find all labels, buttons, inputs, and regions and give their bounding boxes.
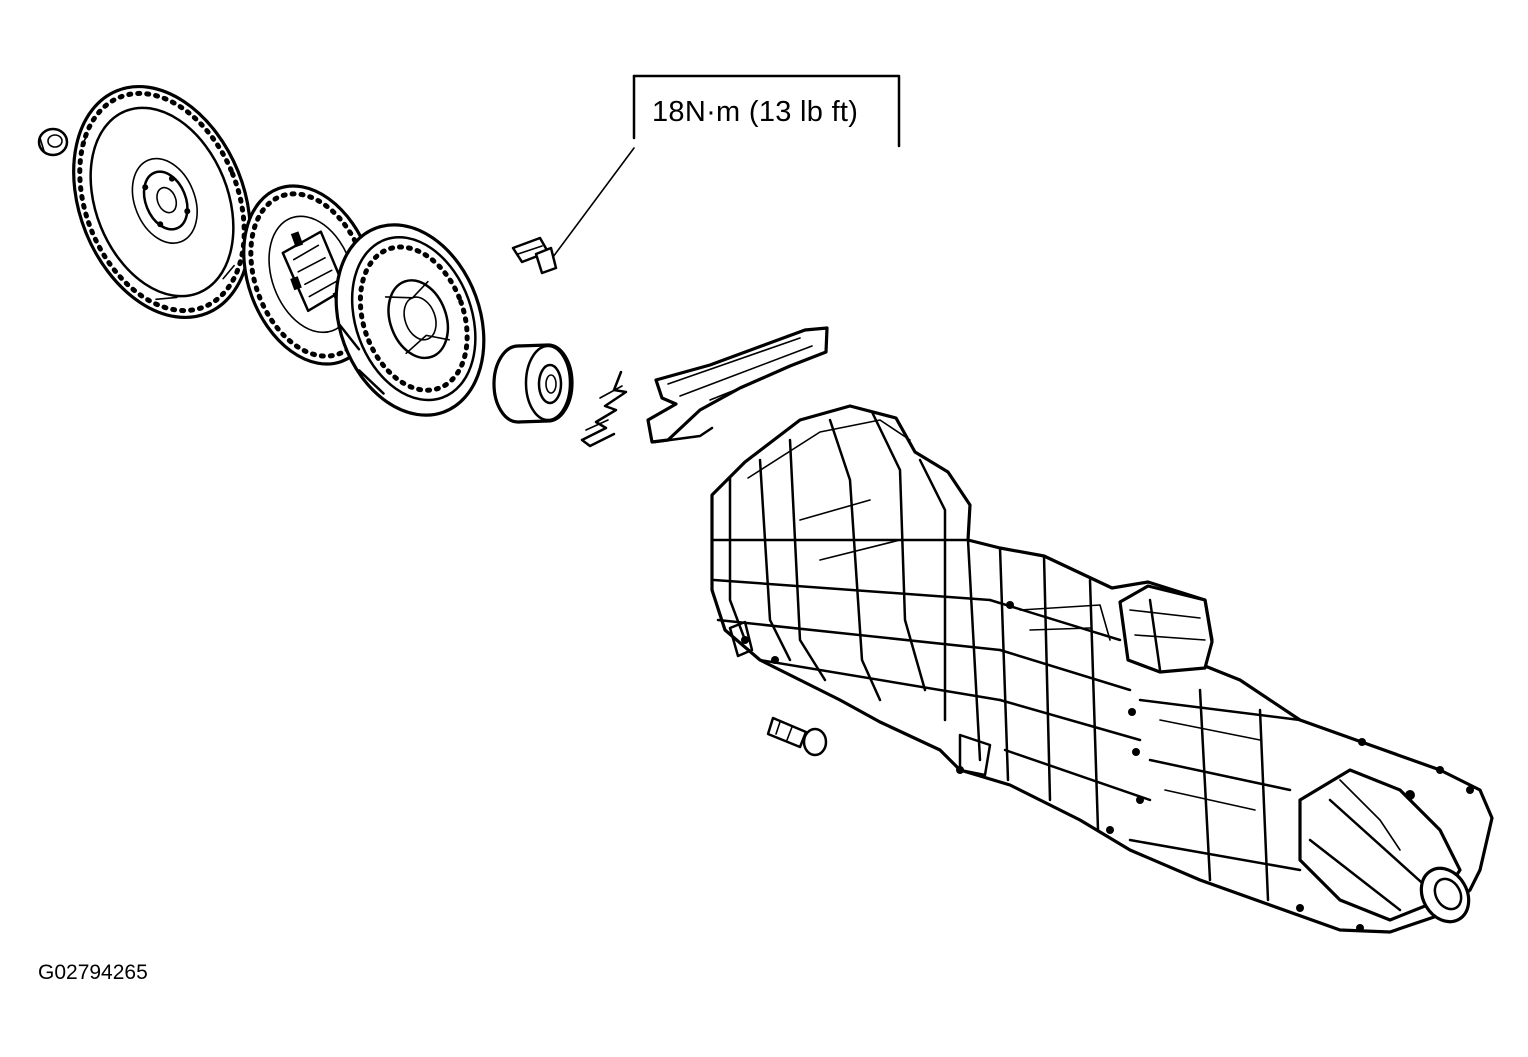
figure-id-label: G02794265 [38, 961, 148, 984]
release-bearing [492, 343, 574, 424]
retaining-spring [580, 370, 628, 448]
release-fork [646, 326, 829, 444]
pressure-plate [334, 223, 486, 417]
pressure-plate-bolt [511, 236, 558, 275]
pilot-bearing [37, 127, 69, 157]
torque-callout-bracket [552, 74, 901, 258]
flywheel [72, 84, 252, 320]
torque-spec-label: 18N·m (13 lb ft) [652, 96, 859, 128]
fork-pivot-bolt [766, 716, 828, 757]
transmission-fastener-dots [741, 601, 1474, 932]
transmission-assembly [710, 404, 1494, 934]
